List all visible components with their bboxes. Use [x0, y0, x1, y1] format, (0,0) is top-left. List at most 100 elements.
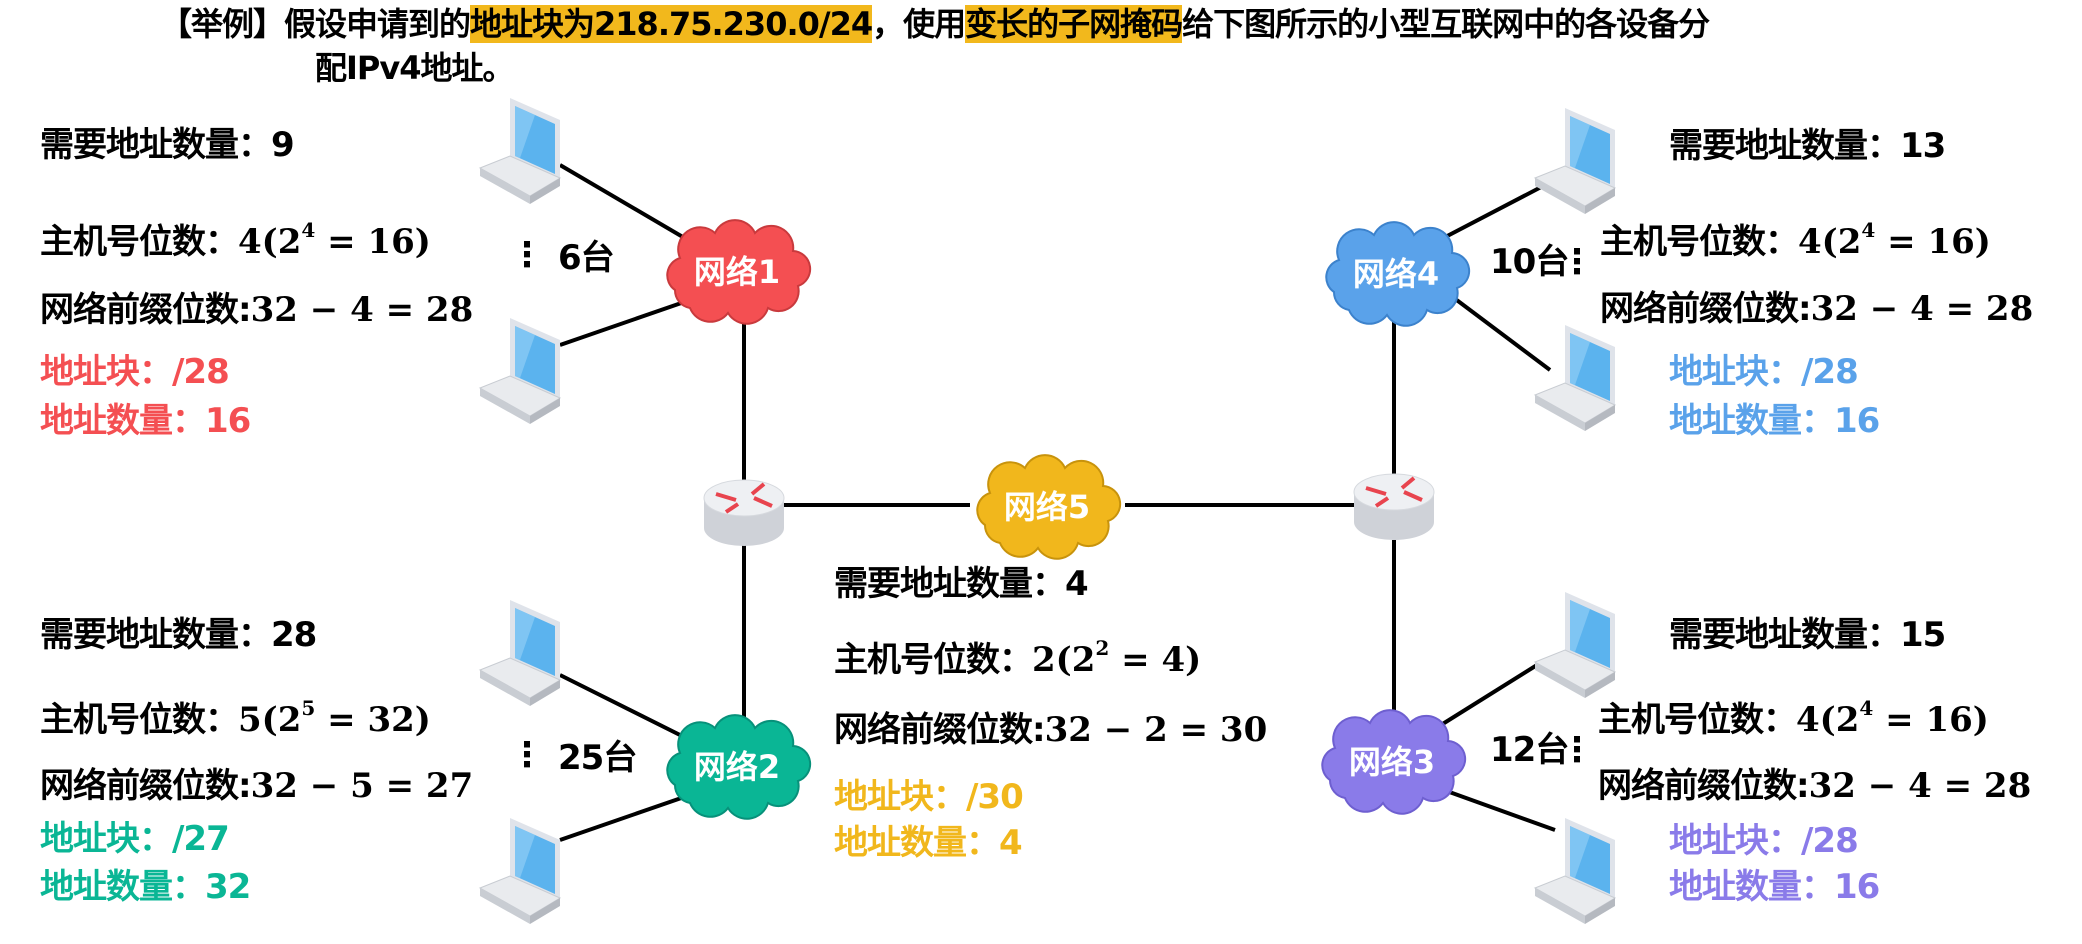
link	[559, 793, 691, 842]
label: 网络前缀位数:	[1598, 766, 1810, 806]
cloud-net4: 网络4	[1325, 221, 1471, 327]
net2-hosts: 25台	[558, 738, 637, 778]
net4-prefix: 网络前缀位数:32 − 4 = 28	[1600, 289, 2033, 329]
net4-hosts: 10台	[1490, 242, 1569, 282]
formula: 4(24 = 16)	[1798, 220, 1991, 262]
net5-need: 需要地址数量：4	[834, 564, 1089, 604]
laptop-icon	[1534, 107, 1616, 215]
formula-rest: = 16)	[1875, 222, 1991, 262]
label: 主机号位数：	[834, 640, 1033, 680]
ellipsis-icon: ⋮	[1560, 242, 1594, 282]
title-text: 【举例】假设申请到的	[160, 5, 471, 43]
net2-need: 需要地址数量：28	[40, 615, 317, 655]
net3-hosts: 12台	[1490, 730, 1569, 770]
cloud-label: 网络4	[1353, 255, 1439, 293]
title-text: ，使用	[872, 5, 966, 43]
ellipsis-icon: ⋮	[1560, 730, 1594, 770]
net2-count: 地址数量：32	[40, 867, 251, 907]
cloud-label: 网络1	[694, 253, 780, 291]
formula: 32 − 4 = 28	[1808, 766, 2032, 806]
laptop-icon	[479, 599, 561, 707]
title-highlight-address-block: 地址块为218.75.230.0/24	[470, 5, 873, 43]
cloud-net1: 网络1	[666, 219, 812, 325]
link	[558, 163, 707, 252]
formula-exponent: 5	[301, 696, 316, 720]
link	[559, 673, 701, 747]
net5-prefix: 网络前缀位数:32 − 2 = 30	[834, 710, 1267, 750]
title-line-2: 配IPv4地址。	[315, 49, 514, 87]
formula: 5(25 = 32)	[238, 698, 431, 740]
cloud-label: 网络2	[694, 748, 780, 786]
formula-rest: = 32)	[315, 700, 431, 740]
formula: 32 − 4 = 28	[1810, 289, 2034, 329]
laptop-icon	[479, 97, 561, 205]
net4-host-bits: 主机号位数：4(24 = 16)	[1600, 220, 1991, 262]
label: 主机号位数：	[1600, 222, 1799, 262]
laptop-icon	[1534, 324, 1616, 432]
title-highlight-vlsm: 变长的子网掩码	[965, 5, 1183, 43]
formula: 4(24 = 16)	[238, 220, 431, 262]
link	[1448, 293, 1552, 372]
title-text: 给下图所示的小型互联网中的各设备分	[1182, 5, 1710, 43]
net4-count: 地址数量：16	[1669, 401, 1880, 441]
formula-exponent: 4	[1859, 696, 1874, 720]
laptop-icon	[1534, 591, 1616, 699]
label: 网络前缀位数:	[40, 290, 252, 330]
net2-host-bits: 主机号位数：5(25 = 32)	[40, 698, 431, 740]
net5-block: 地址块：/30	[834, 777, 1024, 817]
formula-base: 4(2	[1798, 222, 1862, 262]
net1-prefix: 网络前缀位数:32 − 4 = 28	[40, 290, 473, 330]
link	[1429, 183, 1546, 247]
net2-block: 地址块：/27	[40, 819, 230, 859]
net1-hosts: 6台	[558, 238, 615, 278]
formula-exponent: 4	[301, 218, 316, 242]
formula: 2(22 = 4)	[1032, 638, 1202, 680]
laptop-icon	[479, 817, 561, 925]
net3-count: 地址数量：16	[1669, 867, 1880, 907]
laptop-icon	[479, 317, 561, 425]
formula: 32 − 4 = 28	[250, 290, 474, 330]
router-icon	[1352, 472, 1436, 542]
ellipsis-icon: ⋮	[510, 735, 544, 775]
net4-need: 需要地址数量：13	[1669, 126, 1946, 166]
formula-base: 2(2	[1032, 640, 1096, 680]
link	[1423, 658, 1547, 737]
router-icon	[702, 478, 786, 548]
net3-need: 需要地址数量：15	[1669, 615, 1946, 655]
net5-host-bits: 主机号位数：2(22 = 4)	[834, 638, 1202, 680]
net3-host-bits: 主机号位数：4(24 = 16)	[1598, 698, 1989, 740]
net5-count: 地址数量：4	[834, 823, 1023, 863]
net2-prefix: 网络前缀位数:32 − 5 = 27	[40, 766, 473, 806]
laptop-icon	[1534, 817, 1616, 925]
cloud-label: 网络3	[1349, 743, 1435, 781]
label: 网络前缀位数:	[1600, 289, 1812, 329]
formula-rest: = 16)	[315, 222, 431, 262]
net4-block: 地址块：/28	[1669, 352, 1859, 392]
cloud-label: 网络5	[1004, 488, 1090, 526]
cloud-net3: 网络3	[1321, 709, 1467, 815]
formula-base: 4(2	[1796, 700, 1860, 740]
net1-block: 地址块：/28	[40, 352, 230, 392]
label: 主机号位数：	[40, 700, 239, 740]
formula: 4(24 = 16)	[1796, 698, 1989, 740]
formula: 32 − 5 = 27	[250, 766, 474, 806]
link	[559, 298, 691, 347]
cloud-net5: 网络5	[976, 454, 1122, 560]
net1-host-bits: 主机号位数：4(24 = 16)	[40, 220, 431, 262]
title-line-1: 【举例】假设申请到的地址块为218.75.230.0/24，使用变长的子网掩码给…	[160, 2, 1710, 46]
label: 主机号位数：	[1598, 700, 1797, 740]
formula: 32 − 2 = 30	[1044, 710, 1268, 750]
formula-rest: = 16)	[1873, 700, 1989, 740]
ellipsis-icon: ⋮	[510, 235, 544, 275]
cloud-net2: 网络2	[666, 714, 812, 820]
formula-base: 5(2	[238, 700, 302, 740]
net3-prefix: 网络前缀位数:32 − 4 = 28	[1598, 766, 2031, 806]
label: 网络前缀位数:	[40, 766, 252, 806]
formula-exponent: 4	[1861, 218, 1876, 242]
net1-need: 需要地址数量：9	[40, 125, 295, 165]
label: 主机号位数：	[40, 222, 239, 262]
formula-rest: = 4)	[1109, 640, 1202, 680]
formula-base: 4(2	[238, 222, 302, 262]
